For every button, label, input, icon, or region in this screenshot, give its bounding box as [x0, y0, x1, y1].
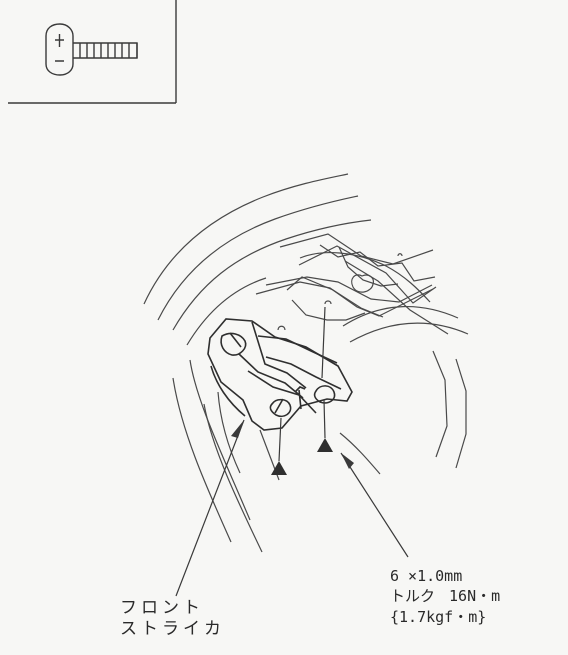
front-striker-label: フロント ストライカ	[120, 598, 225, 641]
front-striker-label-line2: ストライカ	[120, 619, 225, 640]
triangle-marker-icon	[271, 438, 333, 475]
front-striker-label-line1: フロント	[120, 598, 204, 618]
phillips-flat-head-bolt-icon	[45, 23, 138, 76]
front-striker-part	[207, 318, 353, 431]
bolt-spec-block: 6 ×1.0mm トルク 16N・m {1.7kgf・m}	[390, 566, 500, 627]
bolt-legend-box	[8, 0, 177, 104]
vehicle-door-frame	[143, 173, 469, 553]
torque-label: トルク	[390, 587, 436, 606]
leader-arrowheads	[231, 420, 354, 469]
reference-lines	[175, 306, 409, 597]
torque-value: 16N・m	[449, 587, 501, 606]
torque-alt: {1.7kgf・m}	[390, 607, 487, 626]
torque-row: トルク 16N・m	[390, 586, 500, 606]
bolt-size: 6 ×1.0mm	[390, 567, 463, 585]
